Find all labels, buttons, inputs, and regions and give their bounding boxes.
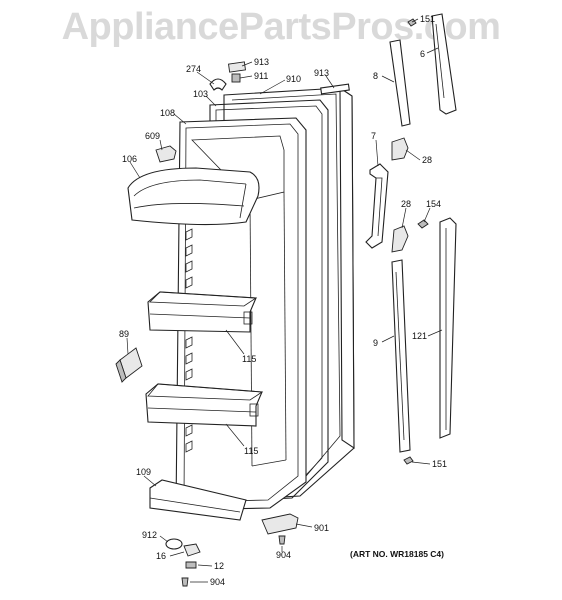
screw-154[interactable] [417,219,429,229]
door-stop-part[interactable] [155,145,177,163]
callout-910: 910 [286,74,301,84]
callout-151-bottom: 151 [432,459,447,469]
callout-89: 89 [119,329,129,339]
screw-151-top[interactable] [407,18,417,27]
callout-904-a: 904 [276,550,291,560]
callout-911: 911 [254,71,268,81]
part-12[interactable] [185,561,197,569]
callout-154: 154 [426,199,441,209]
callout-labels: 151 6 913 274 911 910 913 8 103 108 609 … [119,14,447,587]
screw-151-bottom[interactable] [403,456,414,465]
bottom-door-bin[interactable] [149,479,247,521]
callout-9: 9 [373,338,378,348]
watermark: AppliancePartsPros.com [61,6,501,48]
callout-28-upper: 28 [422,155,432,165]
liner-shelf-ribs [185,228,193,453]
callout-609: 609 [145,131,160,141]
callout-28-lower: 28 [401,199,411,209]
callout-901: 901 [314,523,329,533]
callout-151-top: 151 [420,14,435,24]
callout-912: 912 [142,530,157,540]
door-trim-strip[interactable] [439,217,457,439]
door-shelf-lower[interactable] [145,383,264,427]
callout-115-upper: 115 [242,354,256,364]
callout-913-hinge: 913 [254,57,269,67]
callout-7: 7 [371,131,376,141]
callout-115-lower: 115 [244,446,258,456]
callout-8: 8 [373,71,378,81]
door-handle[interactable] [365,163,389,249]
door-shelf-upper[interactable] [147,291,258,333]
callout-109: 109 [136,467,151,477]
callout-106: 106 [122,154,137,164]
callout-121: 121 [412,331,427,341]
callout-904-b: 904 [210,577,225,587]
callout-6: 6 [420,49,425,59]
callout-12: 12 [214,561,224,571]
callout-103: 103 [193,89,208,99]
screw-904-b[interactable] [181,577,189,587]
bottom-hinge-cover[interactable] [261,513,299,535]
dairy-compartment[interactable] [127,167,260,226]
upper-handle-trim[interactable] [389,13,457,127]
part-912[interactable] [165,538,183,550]
callout-274: 274 [186,64,201,74]
top-hinge-assembly[interactable] [209,61,350,95]
handle-bracket-lower[interactable] [391,225,409,253]
screw-904-a[interactable] [278,535,286,545]
callout-913-top: 913 [314,68,329,78]
part-16[interactable] [183,543,201,557]
lower-handle-trim[interactable] [391,259,411,453]
callout-16: 16 [156,551,166,561]
leader-lines [126,18,443,583]
part-89-cover[interactable] [115,347,143,383]
art-number: (ART NO. WR18185 C4) [350,549,444,559]
handle-bracket-upper[interactable] [391,137,409,161]
callout-108: 108 [160,108,175,118]
